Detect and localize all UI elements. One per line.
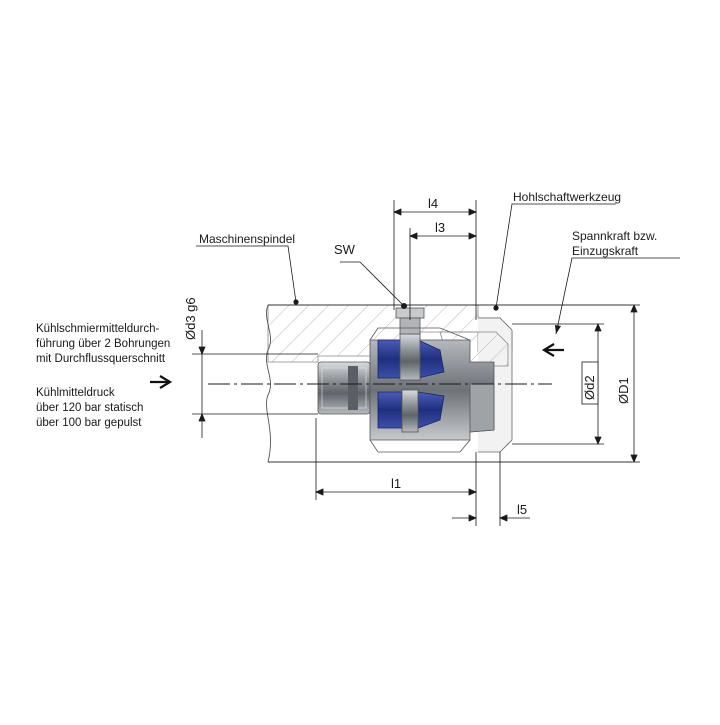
- dimension-lines: [192, 200, 640, 526]
- dim-D1: ØD1: [616, 377, 631, 404]
- coolant-supply-line3: mit Durchflussquerschnitt: [36, 353, 166, 365]
- dim-l5: l5: [517, 502, 527, 517]
- arrow-left-icon: [541, 343, 564, 357]
- coolant-supply-line1: Kühlschmiermitteldurch-: [36, 323, 160, 335]
- leader-dot-tool: [493, 305, 499, 311]
- dim-d2: Ød2: [582, 375, 597, 400]
- dim-d3: Ød3 g6: [183, 297, 198, 340]
- dim-l4: l4: [428, 196, 438, 211]
- label-clamping-force-2: Einzugskraft: [572, 244, 639, 258]
- leader-dot-spindle: [293, 299, 299, 305]
- clamping-unit: [317, 307, 495, 453]
- leader-dot-sw: [401, 303, 407, 309]
- label-hollow-shank-tool: Hohlschaftwerkzeug: [513, 190, 621, 204]
- label-clamping-force-1: Spannkraft bzw.: [572, 229, 657, 243]
- coolant-pressure-line1: Kühlmitteldruck: [36, 387, 115, 399]
- dim-l1: l1: [391, 476, 401, 491]
- dim-d2-box: Ød2: [581, 361, 599, 405]
- label-machine-spindle: Maschinenspindel: [199, 232, 295, 246]
- coolant-supply-line2: führung über 2 Bohrungen: [36, 338, 170, 350]
- coolant-pressure-line3: über 100 bar gepulst: [36, 417, 142, 429]
- coolant-pressure-line2: über 120 bar statisch: [36, 402, 143, 414]
- arrow-right-icon: [150, 375, 173, 389]
- dim-l3: l3: [435, 220, 445, 235]
- label-wrench-size: SW: [334, 242, 356, 257]
- leader-lines: [196, 203, 680, 335]
- leader-arrow-force: [555, 325, 561, 334]
